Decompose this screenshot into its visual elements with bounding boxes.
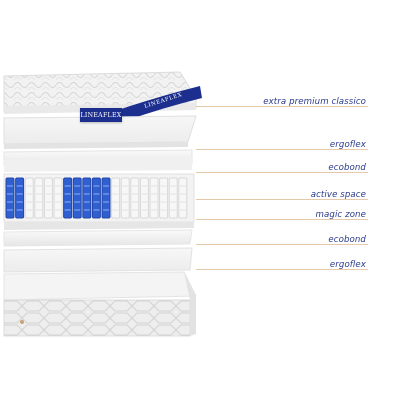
spring-pocket xyxy=(178,177,188,219)
layer-label-active-space: active space xyxy=(310,190,366,200)
layer-ecobond-top xyxy=(3,149,193,172)
spring-pocket xyxy=(159,177,169,219)
spring-pocket xyxy=(63,177,73,219)
leader-line-ergoflex-bottom xyxy=(196,269,368,270)
spring-pocket xyxy=(72,177,82,219)
layer-ergoflex-bottom xyxy=(3,247,193,273)
layer-ecobond-bottom xyxy=(3,229,193,247)
leader-line-ergoflex-top xyxy=(196,149,368,150)
layer-ergoflex-top xyxy=(3,115,197,149)
leader-line-ecobond-top xyxy=(196,172,368,173)
spring-pocket xyxy=(43,177,53,219)
leader-line-active-space xyxy=(196,199,368,200)
spring-pocket xyxy=(24,177,34,219)
spring-pocket xyxy=(111,177,121,219)
spring-pocket xyxy=(53,177,63,219)
spring-pocket xyxy=(91,177,101,219)
spring-pocket xyxy=(149,177,159,219)
layer-label-ergoflex-bottom: ergoflex xyxy=(329,260,366,270)
spring-pocket xyxy=(120,177,130,219)
spring-pocket xyxy=(15,177,25,219)
layer-label-ecobond-top: ecobond xyxy=(328,163,366,173)
spring-pocket xyxy=(139,177,149,219)
layer-label-extra-premium-classico: extra premium classico xyxy=(263,97,366,107)
layer-extra-premium-classico: LINEAFLEX xyxy=(3,71,202,122)
layer-magic-zone xyxy=(4,222,194,230)
leader-line-extra-premium-classico xyxy=(196,106,368,107)
spring-pocket xyxy=(5,177,15,219)
layer-label-ecobond-bottom: ecobond xyxy=(328,235,366,245)
brand-ribbon xyxy=(118,86,202,122)
leader-line-ecobond-bottom xyxy=(196,244,368,245)
spring-pocket xyxy=(168,177,178,219)
layer-label-magic-zone: magic zone xyxy=(315,210,366,220)
leader-line-magic-zone xyxy=(196,219,368,220)
spring-pocket xyxy=(82,177,92,219)
spring-pocket xyxy=(101,177,111,219)
vent-button xyxy=(20,320,24,324)
mattress-base xyxy=(3,271,197,337)
spring-pocket xyxy=(130,177,140,219)
brand-logo-badge: LINEAFLEX xyxy=(80,108,122,122)
layer-label-ergoflex-top: ergoflex xyxy=(329,140,366,150)
layer-active-space-springs xyxy=(3,173,195,223)
spring-pocket xyxy=(34,177,44,219)
